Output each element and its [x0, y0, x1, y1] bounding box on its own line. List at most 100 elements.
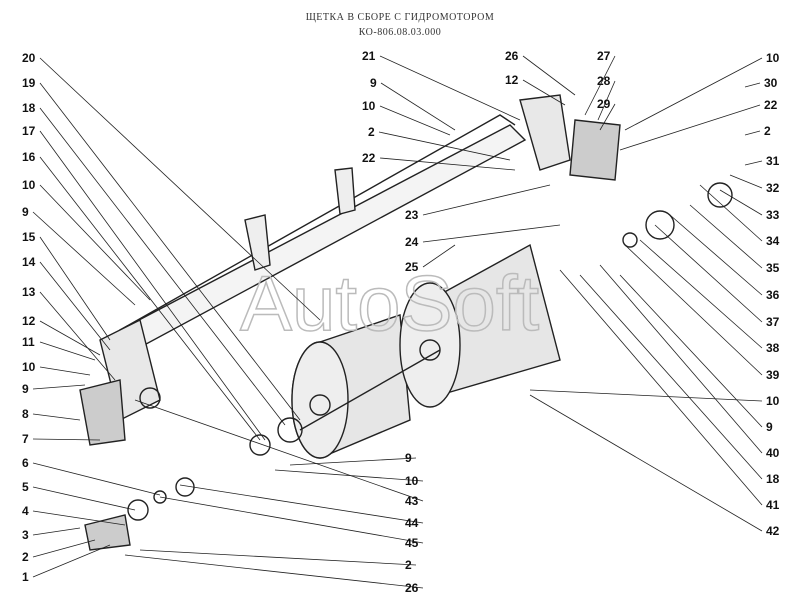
leader-line: [744, 82, 761, 88]
leader-line: [32, 486, 136, 511]
leader-line: [624, 244, 763, 376]
callout-label: 41: [766, 498, 780, 512]
leader-line: [39, 236, 111, 341]
leader-line: [274, 469, 424, 482]
callout-label: 36: [766, 288, 780, 302]
leader-line: [584, 55, 616, 116]
callout-label: 12: [22, 314, 36, 328]
callout-label: 3: [22, 528, 29, 542]
callout-label: 22: [764, 98, 778, 112]
motor-right: [569, 119, 621, 181]
callout-label: 34: [766, 234, 780, 248]
callout-label: 9: [22, 382, 29, 396]
ring: [622, 232, 638, 248]
callout-label: 11: [22, 335, 35, 349]
callout-label: 7: [22, 432, 29, 446]
bearing-housing: [645, 210, 675, 240]
callout-label: 23: [405, 208, 419, 222]
callout-label: 21: [362, 49, 376, 63]
callout-label: 20: [22, 51, 36, 65]
beam-top: [119, 114, 516, 331]
leader-line: [379, 157, 516, 171]
shaft: [299, 349, 441, 431]
callout-label: 43: [405, 494, 419, 508]
leader-line: [39, 156, 261, 441]
leader-line: [32, 413, 81, 421]
leader-line: [39, 82, 301, 421]
leader-line: [422, 184, 551, 216]
leader-line: [619, 274, 763, 428]
callout-label: 15: [22, 230, 36, 244]
callout-label: 19: [22, 76, 36, 90]
callout-label: 18: [766, 472, 780, 486]
callout-label: 30: [764, 76, 778, 90]
leader-line: [134, 399, 424, 502]
callout-label: 5: [22, 480, 29, 494]
callout-label: 9: [22, 205, 29, 219]
callout-label: 9: [370, 76, 377, 90]
callout-label: 28: [597, 74, 611, 88]
callout-label: 32: [766, 181, 780, 195]
callout-label: 2: [22, 550, 29, 564]
callout-label: 10: [405, 474, 419, 488]
leader-line: [32, 527, 81, 536]
leader-line: [39, 184, 151, 301]
callout-label: 25: [405, 260, 419, 274]
callout-label: 2: [368, 125, 375, 139]
callout-label: 39: [766, 368, 780, 382]
leader-line: [39, 341, 96, 361]
callout-label: 10: [22, 178, 36, 192]
callout-label: 10: [766, 51, 780, 65]
brush-left: [291, 314, 411, 459]
leader-line: [522, 79, 566, 106]
callout-label: 27: [597, 49, 611, 63]
callout-label: 31: [766, 154, 780, 168]
leader-line: [32, 539, 96, 558]
callout-label: 33: [766, 208, 780, 222]
leader-line: [379, 55, 521, 121]
motor: [79, 379, 126, 446]
leader-line: [619, 104, 761, 151]
leader-line: [124, 554, 424, 589]
leader-line: [422, 224, 561, 243]
leader-line: [39, 261, 111, 351]
leader-line: [729, 174, 763, 189]
leader-line: [422, 244, 456, 268]
callout-label: 42: [766, 524, 780, 538]
seal: [249, 434, 271, 456]
leader-line: [32, 211, 136, 306]
callout-label: 8: [22, 407, 29, 421]
leader-line: [744, 130, 761, 136]
leader-line: [32, 510, 126, 526]
callout-label: 9: [766, 420, 773, 434]
leader-line: [32, 438, 101, 441]
leader-line: [624, 57, 763, 131]
end-plate-right: [519, 94, 571, 171]
callout-label: 22: [362, 151, 376, 165]
callout-label: 13: [22, 285, 36, 299]
leader-line: [597, 80, 616, 121]
leader-line: [32, 462, 161, 496]
diagram-title: ЩЕТКА В СБОРЕ С ГИДРОМОТОРОМ: [305, 12, 495, 23]
leader-line: [744, 160, 763, 166]
flange-small: [127, 499, 149, 521]
leader-line: [529, 394, 763, 532]
leader-line: [579, 274, 763, 480]
callout-label: 12: [505, 73, 519, 87]
leader-line: [559, 269, 763, 506]
callout-label: 1: [22, 570, 29, 584]
leader-line: [179, 484, 424, 524]
leader-line: [689, 204, 763, 269]
leader-line: [380, 82, 456, 131]
leader-line: [599, 264, 763, 454]
leader-line: [379, 105, 451, 136]
leader-line: [669, 214, 763, 296]
leader-line: [699, 184, 763, 242]
leader-line: [39, 107, 286, 426]
callout-label: 45: [405, 536, 419, 550]
bracket: [244, 214, 271, 271]
callout-label: 2: [764, 124, 771, 138]
leader-line: [32, 384, 86, 390]
callout-label: 4: [22, 504, 29, 518]
